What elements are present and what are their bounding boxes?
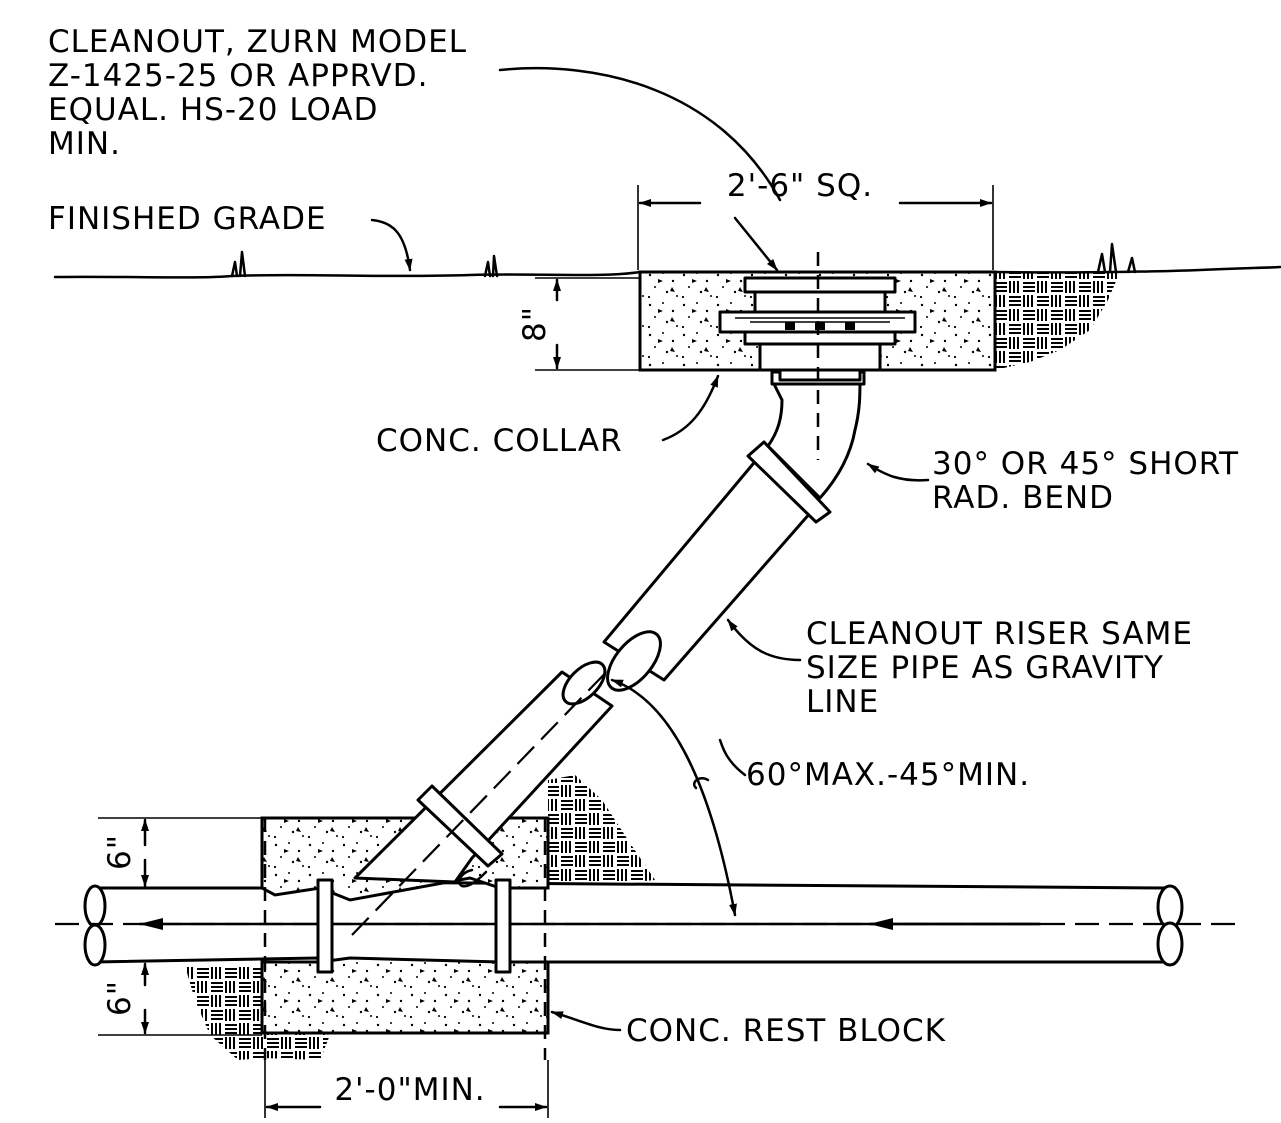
riser-note-line-2: SIZE PIPE AS GRAVITY — [806, 650, 1164, 686]
cleanout-assembly — [718, 276, 917, 382]
collar-width-label: 2'-6" SQ. — [727, 168, 873, 204]
bend-note-line-1: 30° OR 45° SHORT — [932, 446, 1239, 482]
riser-note: CLEANOUT RISER SAME SIZE PIPE AS GRAVITY… — [806, 616, 1193, 720]
leader-lines — [370, 66, 930, 1032]
finished-grade-label: FINISHED GRADE — [48, 201, 327, 237]
wye-fitting-couplings — [316, 878, 512, 974]
bend-note-line-2: RAD. BEND — [932, 480, 1114, 516]
riser-note-line-1: CLEANOUT RISER SAME — [806, 616, 1193, 652]
cleanout-note-line-3: EQUAL. HS-20 LOAD — [48, 92, 378, 128]
angle-indicator — [610, 678, 737, 917]
dimension-collar-depth: 8" — [517, 277, 640, 371]
dimension-block-top: 6" — [98, 817, 262, 888]
cleanout-riser-pipe — [602, 440, 832, 692]
collar-depth-label: 8" — [517, 306, 553, 342]
rest-block-label: CONC. REST BLOCK — [626, 1013, 946, 1049]
grass-tufts — [230, 242, 1137, 278]
cleanout-note-line-2: Z-1425-25 OR APPRVD. — [48, 58, 428, 94]
conc-collar-label: CONC. COLLAR — [376, 423, 623, 459]
wye-branch-pipe — [351, 659, 619, 936]
cleanout-note-line-4: MIN. — [48, 126, 121, 162]
dimension-block-width: 2'-0"MIN. — [264, 1060, 549, 1118]
block-top-label: 6" — [102, 834, 138, 870]
cleanout-note: CLEANOUT, ZURN MODEL Z-1425-25 OR APPRVD… — [48, 24, 467, 162]
block-bottom-label: 6" — [102, 980, 138, 1016]
dimension-collar-width: 2'-6" SQ. — [637, 168, 994, 270]
riser-note-line-3: LINE — [806, 684, 879, 720]
gravity-line-pipe — [55, 880, 1235, 967]
finished-grade-line — [53, 265, 1281, 279]
dimension-block-bottom: 6" — [98, 962, 262, 1036]
angle-label: 60°MAX.-45°MIN. — [746, 757, 1030, 793]
bend-note: 30° OR 45° SHORT RAD. BEND — [932, 446, 1239, 516]
block-width-label: 2'-0"MIN. — [334, 1072, 485, 1108]
cleanout-note-line-1: CLEANOUT, ZURN MODEL — [48, 24, 467, 60]
